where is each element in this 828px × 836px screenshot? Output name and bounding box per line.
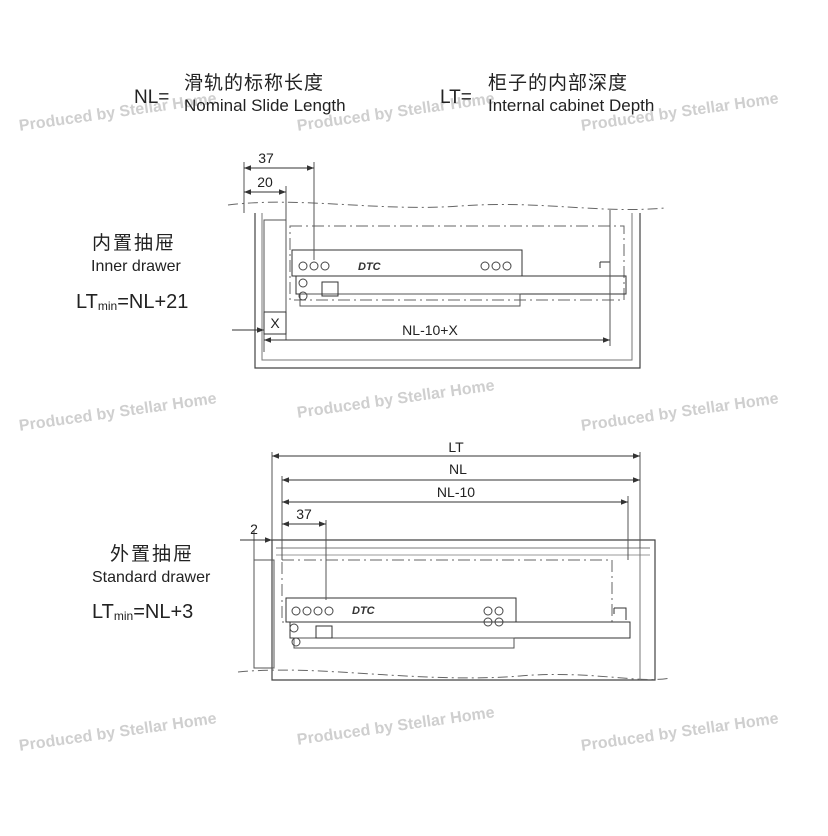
- standard-dim-labels: LT NL NL-10 2 37: [250, 439, 475, 537]
- inner-dim-37-label: 37: [258, 150, 274, 166]
- standard-dim-lt-label: LT: [448, 439, 464, 455]
- standard-formula-rest: =NL+3: [133, 601, 194, 623]
- inner-slide-inner: [295, 275, 627, 295]
- legend-nl-code: NL=: [134, 87, 170, 108]
- inner-brand-label: DTC: [358, 261, 382, 273]
- legend-nl-cn: 滑轨的标称长度: [184, 73, 325, 94]
- standard-brand: DTC: [352, 605, 376, 617]
- inner-title-en: Inner drawer: [91, 258, 181, 275]
- inner-slide-rail: [299, 293, 521, 307]
- standard-hole: [324, 606, 334, 616]
- standard-slide-outer: [285, 597, 517, 623]
- standard-hole: [313, 606, 323, 616]
- legend-lt-code: LT=: [440, 87, 472, 108]
- inner-hole: [491, 261, 501, 271]
- standard-dim-nl-label: NL: [449, 461, 467, 477]
- inner-formula-min: min: [97, 299, 118, 313]
- inner-dim-20-label: 20: [257, 174, 273, 190]
- standard-rear-hook: [613, 607, 627, 620]
- legend-nl-en: Nominal Slide Length: [184, 96, 346, 115]
- standard-hole: [494, 617, 504, 627]
- legend-lt-cn: 柜子的内部深度: [488, 73, 629, 94]
- inner-brand: DTC: [358, 261, 382, 273]
- standard-hole: [483, 617, 493, 627]
- inner-cabinet-outline: [254, 213, 641, 369]
- standard-hole: [494, 606, 504, 616]
- standard-front-panel: [253, 559, 275, 669]
- standard-slide-rail: [293, 637, 515, 649]
- standard-dim-2-label: 2: [250, 521, 258, 537]
- inner-title-cn: 内置抽屉: [92, 233, 177, 254]
- standard-slide-inner: [289, 621, 631, 639]
- inner-lock-block: [321, 281, 339, 297]
- inner-hole: [502, 261, 512, 271]
- standard-hole: [291, 606, 301, 616]
- standard-hole: [291, 637, 301, 647]
- standard-dim-nl10-label: NL-10: [437, 484, 475, 500]
- standard-hole: [302, 606, 312, 616]
- standard-cabinet-break-line: [237, 669, 671, 680]
- standard-title-cn: 外置抽屉: [110, 544, 195, 565]
- inner-formula-rest: =NL+21: [117, 291, 189, 313]
- inner-hole: [298, 291, 308, 301]
- standard-drawer-box: [281, 559, 613, 623]
- standard-lock-block: [315, 625, 333, 639]
- inner-cabinet-break-line: [227, 201, 666, 211]
- inner-formula-lt: LT: [76, 291, 98, 313]
- inner-hole: [298, 278, 308, 288]
- inner-hole: [298, 261, 308, 271]
- standard-formula-lt: LT: [92, 601, 114, 623]
- inner-dim-nl10x-label: NL-10+X: [402, 322, 458, 338]
- standard-drawer-diagram: [237, 452, 671, 681]
- standard-cabinet-outline: [271, 539, 656, 681]
- standard-formula-min: min: [113, 609, 134, 623]
- inner-drawer-diagram: [227, 162, 666, 369]
- inner-drawer-box: [289, 225, 625, 301]
- standard-hole: [289, 623, 299, 633]
- inner-dim-x-box: [263, 311, 287, 335]
- inner-dim-x-label: X: [270, 315, 280, 331]
- inner-dim-labels: 37 20 X NL-10+X: [257, 150, 458, 338]
- standard-brand-label: DTC: [352, 605, 376, 617]
- inner-rear-hook: [599, 261, 611, 276]
- standard-title-en: Standard drawer: [92, 569, 211, 586]
- inner-hole: [480, 261, 490, 271]
- standard-hole: [483, 606, 493, 616]
- inner-cabinet-inner-line: [261, 213, 633, 361]
- standard-dim-37-label: 37: [296, 506, 312, 522]
- inner-formula: LTmin=NL+21: [76, 292, 188, 312]
- legend-lt-en: Internal cabinet Depth: [488, 96, 655, 115]
- standard-formula: LTmin=NL+3: [92, 602, 193, 622]
- inner-hole: [309, 261, 319, 271]
- inner-hole: [320, 261, 330, 271]
